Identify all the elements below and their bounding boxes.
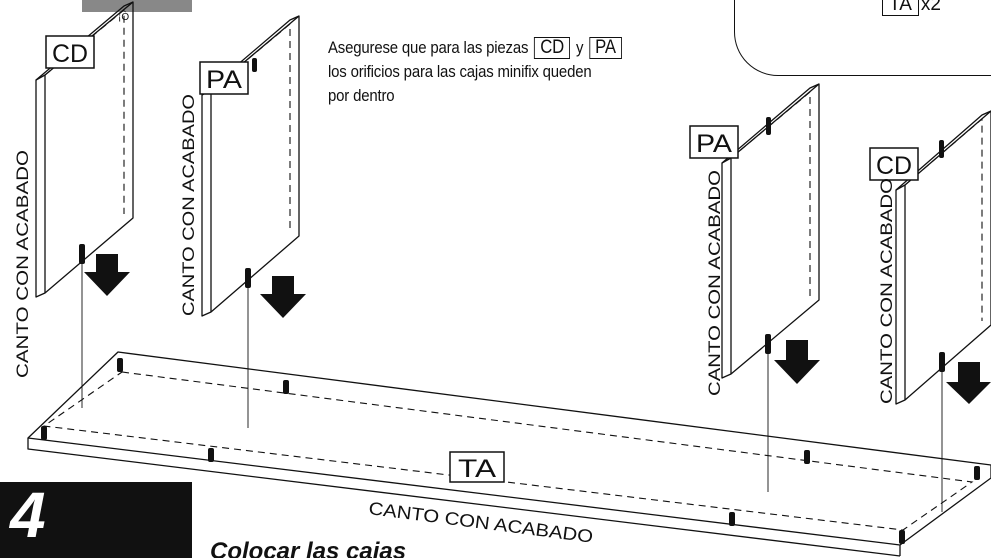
svg-text:TA: TA — [458, 455, 496, 483]
svg-text:¡Ò: ¡Ò — [118, 10, 129, 23]
dowels — [41, 58, 980, 544]
note-line3: por dentro — [328, 86, 395, 105]
parts-callout — [734, 0, 991, 76]
callout-qty: x2 — [920, 0, 941, 15]
step-title: Colocar las cajas — [210, 538, 407, 558]
guide-lines — [81, 262, 943, 512]
panel-pa-right — [721, 83, 820, 379]
edge-label-cd-right: CANTO CON ACABADO — [877, 178, 896, 404]
panel-cd-left: ¡Ò — [35, 1, 134, 298]
down-arrow-icon — [84, 254, 130, 296]
part-code-cd-left: CD — [45, 35, 95, 69]
edge-label-pa-left: CANTO CON ACABADO — [179, 94, 198, 316]
step-number: 4 — [10, 479, 46, 551]
note-line1-prefix: Asegurese que para las piezas — [328, 38, 529, 57]
svg-text:CD: CD — [876, 152, 912, 180]
part-code-pa-right: PA — [689, 125, 739, 159]
note-piece-b: PA — [589, 37, 623, 59]
header-tab — [82, 0, 192, 12]
edge-label-pa-right: CANTO CON ACABADO — [705, 170, 724, 396]
svg-text:PA: PA — [206, 66, 242, 94]
part-code-cd-right: CD — [869, 147, 919, 181]
insert-arrows — [84, 254, 991, 404]
part-code-ta: TA — [449, 451, 505, 483]
step-number-box — [0, 482, 192, 558]
callout-piece-code: TA — [882, 0, 919, 16]
edge-label-left: CANTO CON ACABADO — [13, 150, 32, 378]
assembly-note: Asegurese que para las piezas CD y PA lo… — [328, 36, 680, 108]
note-line2: los orificios para las cajas minifix que… — [328, 62, 592, 81]
panel-cd-right — [895, 110, 991, 405]
down-arrow-icon — [260, 276, 306, 318]
down-arrow-icon — [774, 340, 820, 384]
svg-text:CD: CD — [52, 40, 88, 68]
note-joiner: y — [575, 38, 584, 57]
note-piece-a: CD — [534, 37, 571, 59]
down-arrow-icon — [946, 362, 991, 404]
svg-text:PA: PA — [696, 130, 732, 158]
part-code-pa-left: PA — [199, 61, 249, 95]
